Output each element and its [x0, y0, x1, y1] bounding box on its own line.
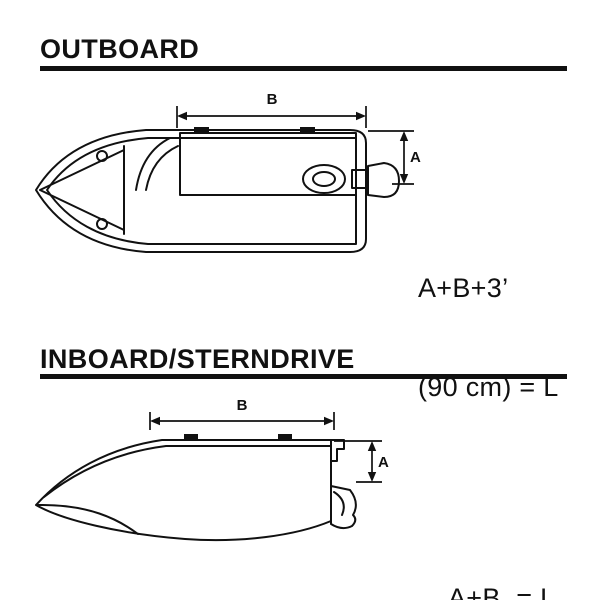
rub-rail-line [43, 445, 332, 498]
inboard-dim-b-label: B [237, 397, 248, 414]
outboard-dim-a: A [368, 130, 421, 185]
inboard-formula: A+B = L [448, 516, 555, 600]
inboard-dim-a-label: A [378, 454, 389, 471]
dim-a-arrow-up [399, 131, 409, 141]
deck-hatch-bottom [96, 218, 108, 230]
stern-bracket [330, 439, 345, 462]
engine-ring-inner [312, 171, 336, 187]
inboard-divider [40, 374, 567, 379]
hull-outline [35, 129, 367, 253]
outboard-diagram: B A [35, 91, 421, 253]
outboard-dim-b: B [176, 91, 367, 128]
sterndrive-inner-line [333, 491, 345, 516]
deck-hatch-top [96, 150, 108, 162]
outboard-divider [40, 66, 567, 71]
sterndrive-unit [330, 485, 357, 530]
cleat-right [278, 434, 292, 440]
inboard-dim-a: A [334, 440, 389, 483]
cleat-right [300, 127, 315, 134]
dim-b-arrow-right [356, 111, 366, 121]
dim-b-arrow-right [324, 416, 334, 426]
dim-b-arrow-left [150, 416, 160, 426]
cockpit-outline [179, 132, 357, 196]
engine-ring-outer [302, 164, 346, 194]
bow-v-lines [39, 145, 125, 235]
inboard-diagram: B A [35, 397, 389, 542]
dim-b-arrow-left [177, 111, 187, 121]
windshield [135, 137, 179, 191]
dim-a-arrow-up [367, 441, 377, 451]
outboard-boat-topview [35, 127, 400, 253]
outboard-dim-a-label: A [410, 149, 421, 166]
outboard-motor-cowl [367, 162, 400, 198]
outboard-title: OUTBOARD [40, 34, 200, 64]
cleat-left [184, 434, 198, 440]
cleat-left [194, 127, 209, 134]
inboard-formula-line: A+B = L [448, 583, 556, 600]
gunwale-inner-line [46, 137, 357, 245]
inboard-boat-sideview [35, 434, 357, 542]
hull-profile [35, 439, 332, 542]
dim-a-arrow-down [367, 472, 377, 482]
inboard-dim-b: B [149, 397, 335, 430]
outboard-dim-b-label: B [267, 91, 278, 108]
outboard-formula-line1: A+B+3’ [418, 273, 509, 303]
inboard-title: INBOARD/STERNDRIVE [40, 344, 355, 374]
dim-a-arrow-down [399, 174, 409, 184]
bow-chine-line [37, 503, 139, 535]
